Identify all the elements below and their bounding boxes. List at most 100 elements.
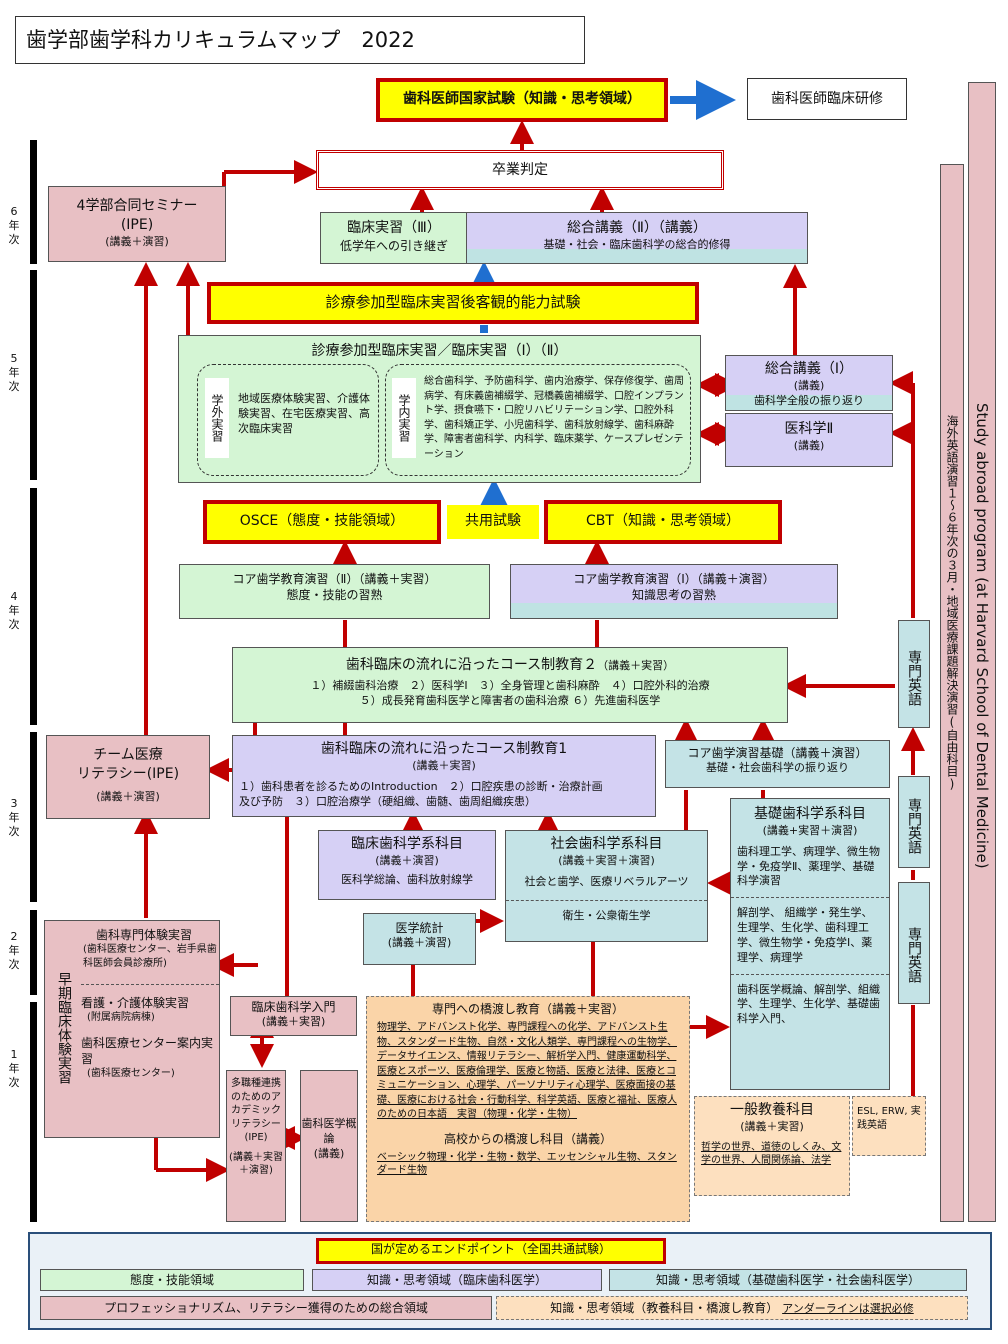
year-label-3: 3年次 [8, 797, 20, 838]
clinical-subj-title: 臨床歯科学系科目 [351, 836, 463, 852]
legend-endpoint: 国が定めるエンドポイント（全国共通試験） [316, 1238, 666, 1264]
general-ed-title: 一般教養科目 [730, 1102, 814, 1118]
core-practice-1: コア歯学教育演習（Ⅰ）（講義＋演習） 知識思考の習熟 [510, 564, 838, 619]
early-vertical: 早期臨床体験実習 [56, 972, 72, 1084]
osce-exam: OSCE（態度・技能領域） [203, 500, 441, 544]
course1-type: (講義＋実習) [412, 758, 476, 772]
clinical-subjects: 臨床歯科学系科目 (講義＋演習) 医科学総論、歯科放射線学 [318, 830, 496, 900]
cbt-exam: CBT（知識・思考領域） [544, 500, 782, 544]
basic-p2: 解剖学、 組織学・発生学、生理学、生化学、歯科理工学、微生物学・免疫学Ⅰ、薬理学… [731, 897, 889, 965]
course-education-1: 歯科臨床の流れに沿ったコース制教育1 (講義＋実習) １）歯科患者を診るためのI… [232, 735, 656, 817]
team-literacy: チーム医療 リテラシー(IPE) (講義＋演習) [46, 735, 210, 819]
medical2-type: (講義) [793, 438, 825, 452]
national-exam: 歯科医師国家試験（知識・思考領域） [376, 78, 668, 122]
bridge-education: 専門への橋渡し教育（講義＋実習） 物理学、アドバンスト化学、専門課程への化学、ア… [366, 996, 690, 1222]
early-sub1: (歯科医療センター、岩手県歯科医師会員診療所) [83, 944, 217, 969]
seminar-type: (講義＋演習) [105, 234, 169, 248]
inside-label: 学内実習 [392, 378, 416, 458]
clinical-main-title: 診療参加型臨床実習／臨床実習（Ⅰ）（Ⅱ） [311, 343, 568, 359]
core1-title: コア歯学教育演習（Ⅰ）（講義＋演習） [573, 572, 775, 586]
course1-line1: １）歯科患者を診るためのIntroduction ２）口腔疾患の診断・治療計画 [239, 779, 603, 793]
graduation: 卒業判定 [316, 150, 724, 190]
medicine-intro-title: 歯科医学概論 [301, 1117, 357, 1145]
medical-statistics: 医学統計 (講義＋演習) [363, 913, 476, 965]
seminar-sub: (IPE) [120, 216, 154, 233]
medical2-title: 医科学Ⅱ [784, 421, 834, 437]
legend-clinical: 知識・思考領域（臨床歯科医学） [312, 1269, 602, 1291]
year-bar-5 [30, 270, 37, 480]
medical-science-2: 医科学Ⅱ (講義) [725, 413, 893, 467]
literacy-type: (講義＋実習＋演習) [229, 1151, 283, 1177]
course2-line2: ５）成長発育歯科医学と障害者の歯科治療 ６）先進歯科医学 [359, 693, 661, 707]
seminar-title: 4学部合同セミナー [76, 198, 198, 214]
early-title2: 看護・介護体験実習 [81, 984, 219, 1011]
core-practice-2: コア歯学教育演習（Ⅱ）（講義＋実習） 態度・技能の習熟 [179, 564, 490, 619]
social-type: (講義＋実習＋演習) [558, 853, 655, 867]
bridge-title2: 高校からの橋渡し科目（講義） [443, 1131, 612, 1146]
legend-liberal: 知識・思考領域（教養科目・橋渡し教育） アンダーラインは選択必修 [496, 1296, 968, 1320]
clinical-intro: 臨床歯科学入門 (講義＋実習) [230, 996, 357, 1036]
bridge-text: 物理学、アドバンスト化学、専門課程への化学、アドバンスト生物、スタンダード生物、… [377, 1022, 677, 1121]
legend-attitude: 態度・技能領域 [40, 1269, 304, 1291]
year-label-2: 2年次 [8, 930, 20, 971]
basic-subjects: 基礎歯科学系科目 (講義+実習＋演習) 歯科理工学、病理学、微生物学・免疫学Ⅱ、… [730, 798, 890, 1090]
medicine-intro-type: (講義) [313, 1146, 345, 1160]
seminar-ipe: 4学部合同セミナー (IPE) (講義＋演習) [48, 186, 226, 262]
english-box-a: 専門英語 [898, 620, 930, 728]
year-bar-4 [30, 488, 37, 725]
dental-medicine-intro: 歯科医学概論 (講義) [300, 1070, 358, 1222]
team-title2: リテラシー(IPE) [76, 765, 180, 782]
general-ed-type: (講義＋実習) [740, 1119, 804, 1133]
clinical3-sub: 低学年への引き継ぎ [339, 238, 448, 253]
general1-sub: 歯科学全般の振り返り [754, 393, 864, 407]
basic-title: 基礎歯科学系科目 [754, 806, 866, 822]
general1-title: 総合講義（Ⅰ） [764, 361, 854, 377]
statistics-type: (講義＋演習) [387, 936, 452, 950]
bridge-title: 専門への橋渡し教育（講義＋実習） [431, 1002, 624, 1016]
outside-label: 学外実習 [205, 378, 229, 458]
inside-text: 総合歯科学、予防歯科学、歯内治療学、保存修復学、歯周病学、有床義歯補綴学、冠橋義… [424, 376, 684, 460]
legend-liberal-text: 知識・思考領域（教養科目・橋渡し教育） [550, 1301, 779, 1315]
general-ed-text: 哲学の世界、道徳のしくみ、文学の世界、人間関係論、法学 [701, 1141, 842, 1167]
team-type: (講義＋演習) [96, 789, 160, 803]
core2-sub: 態度・技能の習熟 [286, 588, 383, 603]
general1-type: (講義) [793, 378, 825, 392]
english-box-b: 専門英語 [898, 776, 930, 868]
team-title: チーム医療 [93, 747, 163, 763]
study-abroad: Study abroad program (at Harvard School … [968, 82, 996, 1222]
general-lecture-2: 総合講義（Ⅱ）（講義） 基礎・社会・臨床歯科学の総合的修得 [466, 212, 808, 264]
year-label-5: 5年次 [8, 352, 20, 393]
clinical-subj-sub: 医科学総論、歯科放射線学 [341, 872, 473, 886]
course1-line2: 及び予防 ３）口腔治療学（硬組織、歯髄、歯周組織疾患） [239, 794, 536, 808]
legend-basic: 知識・思考領域（基礎歯科医学・社会歯科医学） [609, 1269, 967, 1291]
academic-literacy: 多職種連携のためのアカデミックリテラシー(IPE) (講義＋実習＋演習) [226, 1070, 286, 1222]
intro-type: (講義＋実習) [261, 1015, 326, 1029]
course-education-2: 歯科臨床の流れに沿ったコース制教育２（講義＋実習） １）補綴歯科治療 ２）医科学… [232, 647, 788, 723]
english-box-c: 専門英語 [898, 882, 930, 1004]
clinical-subj-type: (講義＋演習) [375, 853, 439, 867]
basic-p3: 歯科医学概論、解剖学、組織学、生理学、生化学、基礎歯科学入門、 [731, 973, 889, 1028]
overseas-practice: 海外英語演習１～６年次の３月・地域医療課題解決演習(自由科目) [940, 164, 964, 1222]
page-title: 歯学部歯学科カリキュラムマップ 2022 [15, 16, 585, 64]
literacy-text: 多職種連携のためのアカデミックリテラシー(IPE) [231, 1078, 281, 1143]
course2-line1: １）補綴歯科治療 ２）医科学Ⅰ ３）全身管理と歯科麻酔 ４）口腔外科的治療 [310, 678, 710, 692]
statistics-title: 医学統計 [395, 921, 444, 935]
year-bar-6 [30, 140, 37, 264]
outside-text: 地域医療体験実習、介護体験実習、在宅医療実習、高次臨床実習 [238, 392, 370, 435]
course1-title: 歯科臨床の流れに沿ったコース制教育1 [320, 741, 568, 757]
core-basic-practice: コア歯学演習基礎（講義＋演習） 基礎・社会歯科学の振り返り [665, 740, 890, 788]
esl-box: ESL, ERW, 実践英語 [852, 1096, 926, 1156]
clinical-training: 歯科医師臨床研修 [747, 78, 907, 120]
basic-type: (講義+実習＋演習) [762, 823, 858, 837]
early-sub2: (附属病院病棟) [87, 1012, 155, 1024]
social-title: 社会歯科学系科目 [550, 836, 663, 852]
core2-title: コア歯学教育演習（Ⅱ）（講義＋実習） [232, 572, 437, 586]
social-sub: 社会と歯学、医療リベラルアーツ [524, 874, 689, 888]
year-bar-3 [30, 732, 37, 902]
general-education: 一般教養科目 (講義＋実習) 哲学の世界、道徳のしくみ、文学の世界、人間関係論、… [694, 1096, 850, 1196]
post-clinical-exam: 診療参加型臨床実習後客観的能力試験 [207, 282, 699, 324]
year-label-4: 4年次 [8, 590, 20, 631]
bridge-text2: ベーシック物理・化学・生物・数学、エッセンシャル生物、スタンダード生物 [377, 1151, 677, 1177]
clinical-practice-3: 臨床実習（Ⅲ） 低学年への引き継ぎ [320, 212, 468, 264]
